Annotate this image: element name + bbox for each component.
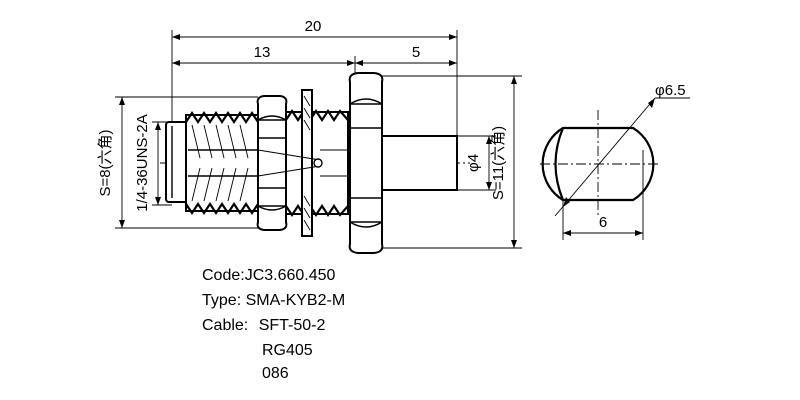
rear-hex-nut [348,72,384,254]
spec-type: Type: SMA-KYB2-M [202,292,346,309]
dim-thread-length-label: 13 [254,44,271,61]
dim-overall-label: 20 [305,18,322,35]
dim-hex-front: S=8(六角) [97,96,258,229]
dim-thread-spec-label: 1/4-36UNS-2A [134,114,151,212]
spec-cable-2: RG405 [262,342,313,359]
dim-cutout-flat-label: 6 [599,214,607,231]
dim-rear-length-label: 5 [412,44,420,61]
dim-pin-diameter: φ4 [457,135,496,191]
panel-cutout: φ6.5 6 [540,82,690,240]
dim-overall-length: 20 [171,18,458,135]
dim-hex-rear-label: S=11(六角) [490,126,507,200]
rear-pin [381,135,458,191]
dim-rear-length: 5 [354,44,457,75]
lock-washer [257,89,349,237]
dim-hex-rear: S=11(六角) [380,75,522,249]
dim-thread-length: 13 [172,44,355,66]
dim-hex-front-label: S=8(六角) [97,129,114,196]
front-hex-nut [256,95,288,231]
connector-body [160,72,470,254]
spec-cable-1: SFT-50-2 [258,317,326,334]
spec-cable-label: Cable: [202,317,249,334]
thread-section [185,111,259,215]
spec-cable: Cable: SFT-50-2 [202,316,325,336]
dim-pin-diameter-label: φ4 [465,154,482,172]
spec-code: Code:JC3.660.450 [202,267,336,284]
dim-cutout-diameter-label: φ6.5 [655,82,686,99]
spec-cable-3: 086 [262,365,289,382]
